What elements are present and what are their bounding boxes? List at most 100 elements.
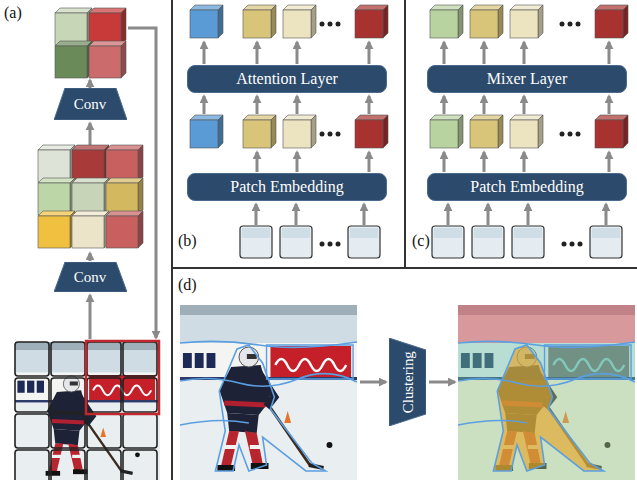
token-cube [190,5,223,38]
cube-side [271,5,276,38]
patch-shade [474,228,502,238]
cube-top [72,145,109,150]
panel-divider [404,0,406,268]
cube-front [470,10,498,38]
patch-tile [512,226,544,258]
cube-front [106,183,138,215]
patch-shade [434,228,462,238]
clustered-photo [458,305,635,480]
cube-front [510,120,538,148]
cube-top [106,178,143,183]
input-photo [180,305,357,480]
cube-top [430,115,463,120]
patch-shade [242,228,270,238]
cube-front [243,120,271,148]
cube-front [72,150,104,182]
cube-top [72,178,109,183]
cube-front [595,10,623,38]
image-patch [432,226,464,258]
cube-top [470,5,503,10]
panel-label: (a) [4,4,22,22]
cube-top [510,115,543,120]
token-cube [38,178,75,215]
cube-top [72,211,109,216]
token-cube [89,41,126,78]
token-cube [355,115,388,148]
patch-tile [432,226,464,258]
conv-block: Conv [54,88,127,120]
node-label: Patch Embedding [470,178,583,196]
photo-crop [15,342,160,480]
cube-front [430,10,458,38]
patch-tile [348,226,380,258]
cube-top [55,8,92,13]
cube-front [355,10,383,38]
node-label: Conv [74,96,107,113]
token-cube [106,211,143,248]
token-cube [510,5,543,38]
cube-top [243,5,276,10]
cube-front [283,120,311,148]
cube-top [430,5,463,10]
node-label: Clustering [399,351,415,413]
node-label: Attention Layer [236,70,338,88]
clustering-block: Clustering [389,338,426,426]
token-cube [38,145,75,182]
patch-tile [590,226,622,258]
token-cube [355,5,388,38]
cube-side [458,5,463,38]
image-patch [348,226,380,258]
cube-top [595,115,628,120]
cube-front [38,150,70,182]
patch-embedding: Patch Embedding [427,173,627,201]
cube-front [510,10,538,38]
patch-shade [592,228,620,238]
receptive-field-box [86,341,159,414]
image-patch [280,226,312,258]
cube-top [38,211,75,216]
cube-front [89,46,121,78]
cube-side [623,115,628,148]
cube-front [243,10,271,38]
cube-front [106,150,138,182]
patch-shade [282,228,310,238]
token-cubes [38,5,628,258]
token-cube [38,211,75,248]
token-cube [430,5,463,38]
token-cube [55,41,92,78]
cube-top [89,41,126,46]
cube-side [271,115,276,148]
token-cube [470,5,503,38]
cube-front [72,183,104,215]
cube-front [38,216,70,248]
patch-tile [472,226,504,258]
cube-top [190,115,223,120]
token-cube [283,5,316,38]
ellipsis-dots [320,22,583,247]
node-label: Patch Embedding [230,178,343,196]
cube-side [538,115,543,148]
patch-embedding: Patch Embedding [187,173,387,201]
cube-front [190,10,218,38]
cube-front [72,216,104,248]
token-cube [72,211,109,248]
cube-top [55,41,92,46]
cube-side [458,115,463,148]
panel-label: (d) [178,276,197,294]
token-cube [190,115,223,148]
cube-top [510,5,543,10]
cube-front [55,46,87,78]
cube-side [218,115,223,148]
cube-top [470,115,503,120]
cube-side [498,5,503,38]
cube-top [355,5,388,10]
cube-top [106,211,143,216]
cube-side [311,5,316,38]
node-label: Conv [74,269,107,286]
cube-front [283,10,311,38]
image-patch [240,226,272,258]
cube-top [243,115,276,120]
image-patch [590,226,622,258]
image-patch [512,226,544,258]
patch-tile [280,226,312,258]
